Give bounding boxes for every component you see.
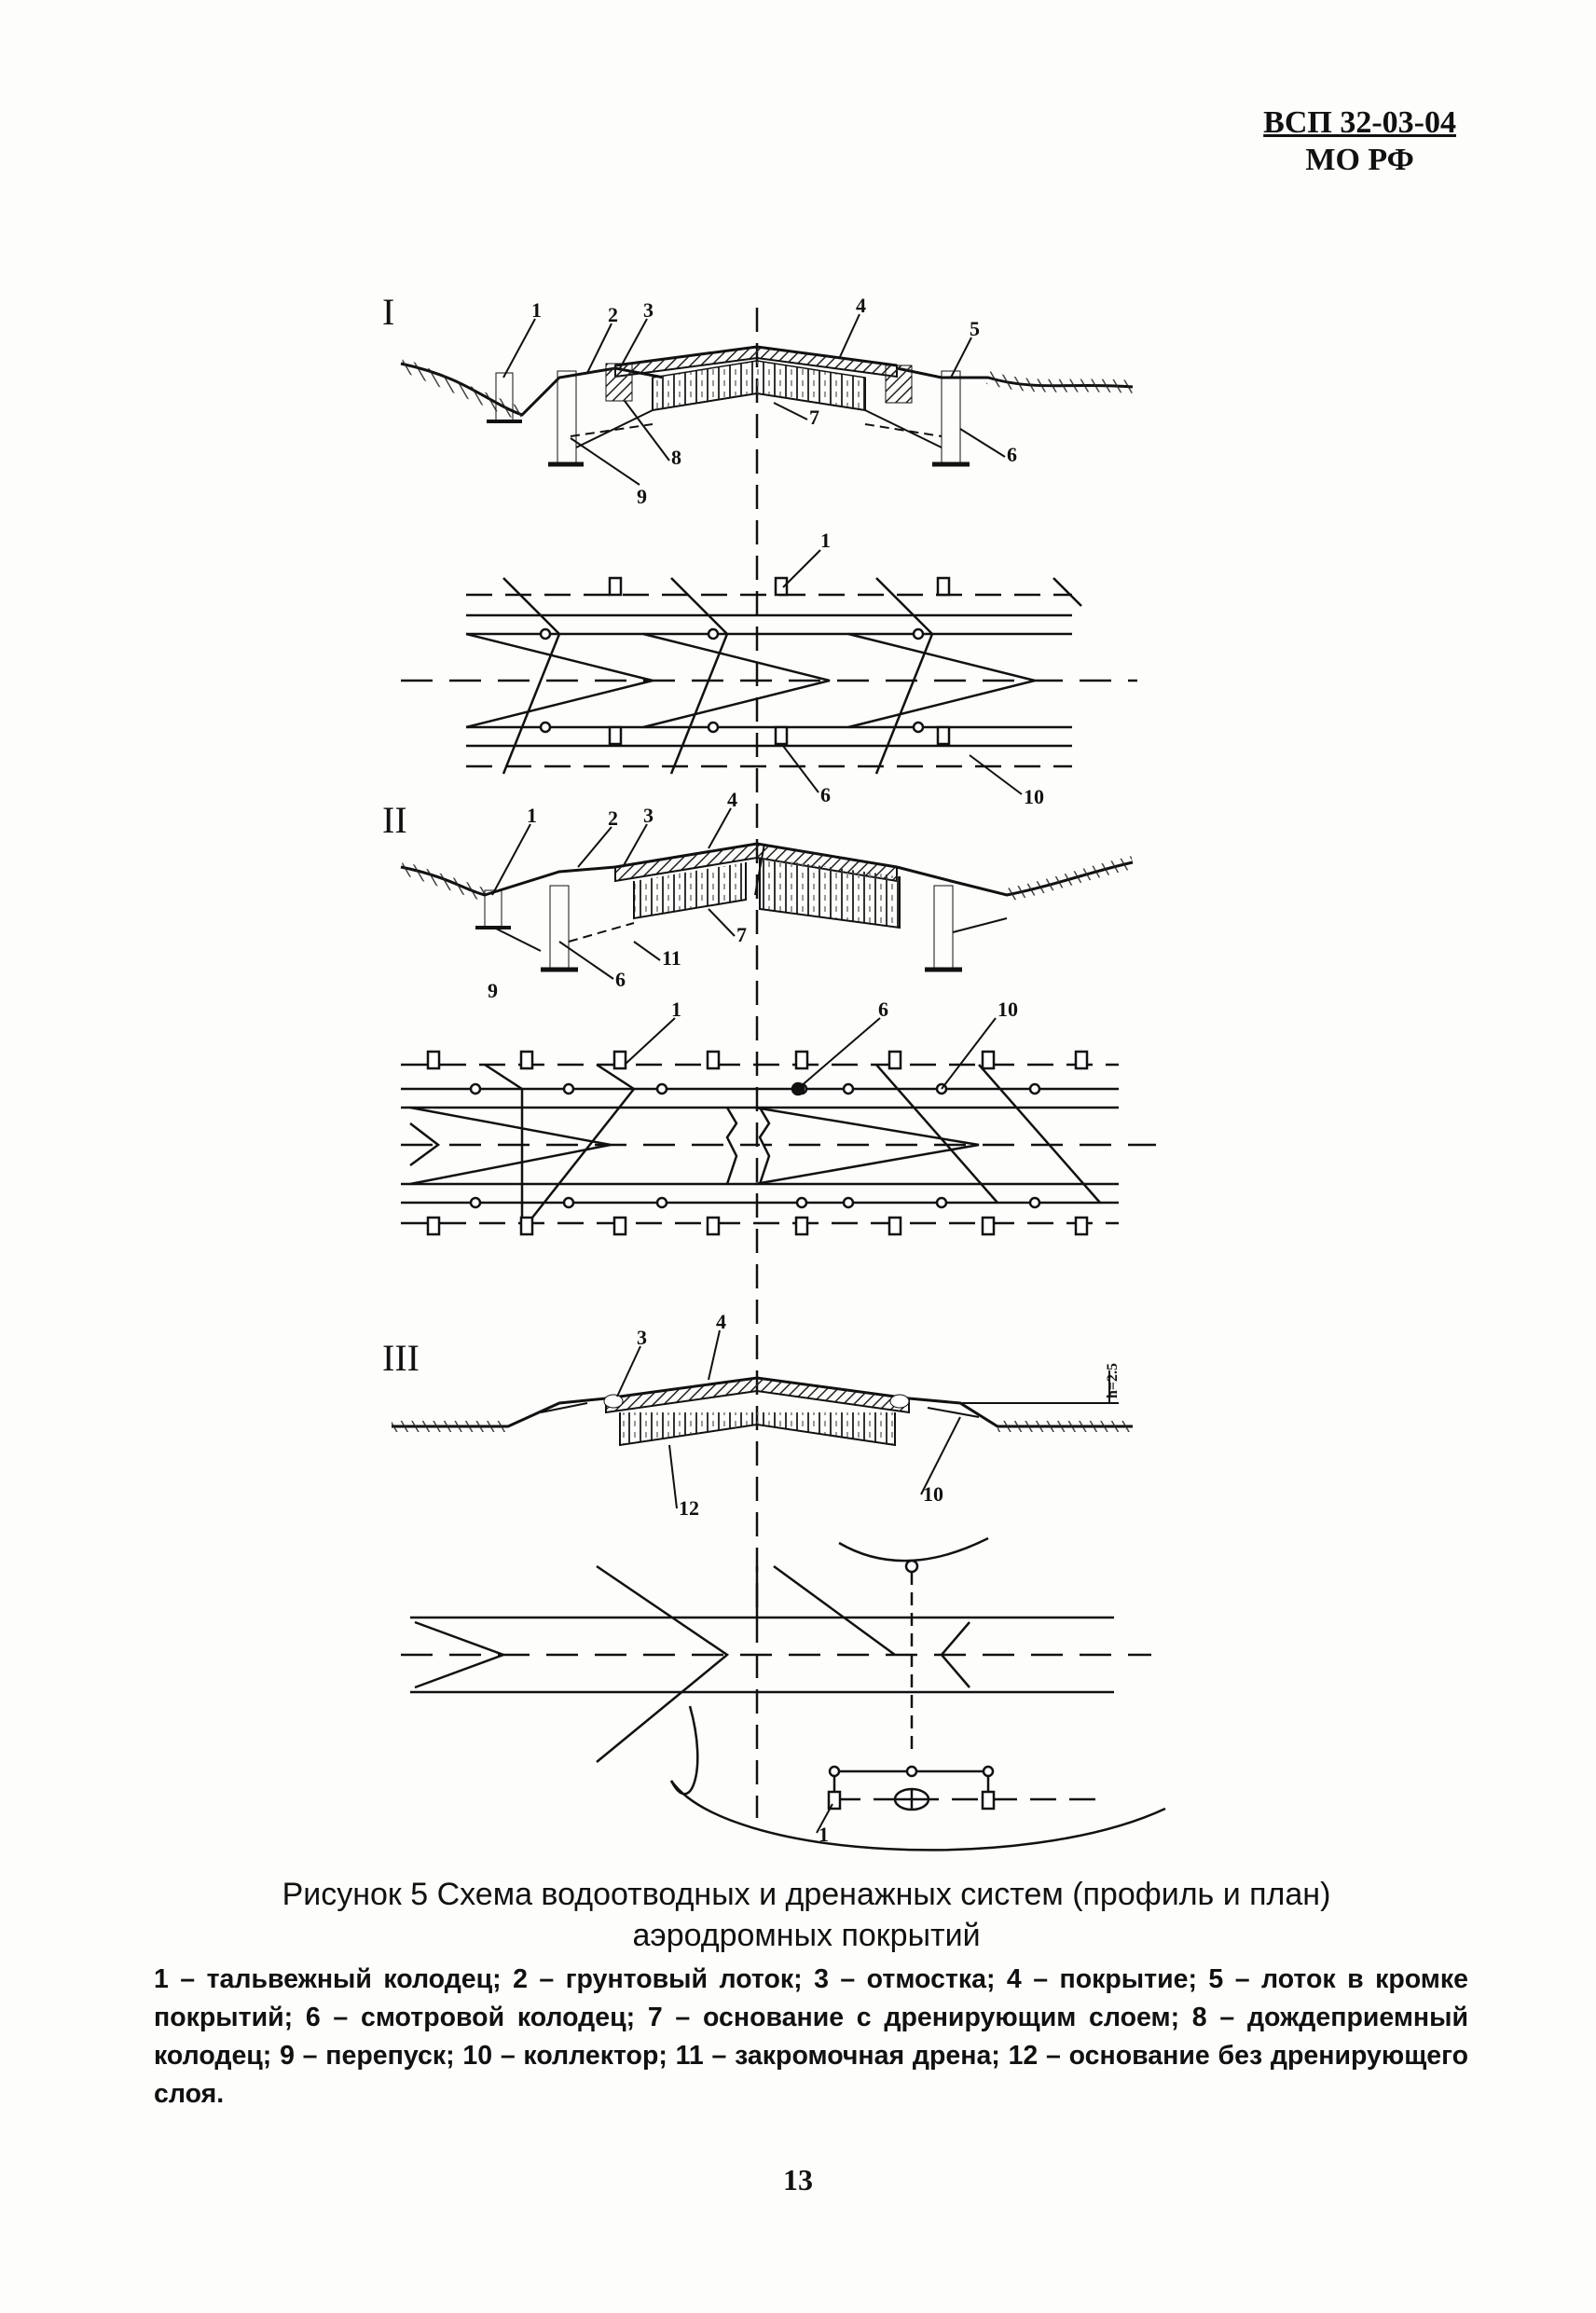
callout-s2-3: 3: [643, 804, 654, 827]
callout-s1-2: 2: [608, 303, 618, 326]
callout-s3-3: 3: [637, 1326, 647, 1349]
callout-s2-9: 9: [488, 979, 498, 1002]
dimension-note: h=2.5: [1105, 1363, 1121, 1398]
callout-s2-plan-1: 1: [671, 998, 681, 1021]
callout-s1-6: 6: [1007, 443, 1017, 466]
figure-caption-line-1: Рисунок 5 Схема водоотводных и дренажных…: [282, 1877, 1331, 1912]
section-label-3: III: [382, 1337, 420, 1379]
section-label-2: II: [382, 799, 407, 841]
callout-s2-7: 7: [736, 923, 747, 946]
callout-s3-10: 10: [923, 1482, 943, 1506]
callout-s2-11: 11: [662, 946, 681, 970]
callout-s2-plan-6: 6: [878, 998, 888, 1021]
callout-s1-5: 5: [970, 317, 980, 340]
callout-s1-plan-1: 1: [820, 529, 831, 552]
section-1-profile: [398, 345, 1134, 467]
callout-s1-4: 4: [856, 294, 866, 317]
document-code-block: ВСП 32-03-04 МО РФ: [1263, 104, 1456, 179]
section-3-plan: [401, 1536, 1166, 1852]
callout-s3-4: 4: [716, 1310, 726, 1333]
section-2-profile: [398, 842, 1135, 972]
callout-s1-9: 9: [637, 485, 647, 508]
callout-s1-8: 8: [671, 446, 681, 469]
callout-s3-plan-1: 1: [819, 1823, 829, 1846]
section-2-plan: [401, 1050, 1156, 1236]
well-9-s2: [549, 885, 570, 971]
callout-s2-2: 2: [608, 806, 618, 830]
document-organization: МО РФ: [1305, 143, 1414, 177]
figure-legend: 1 – тальвежный колодец; 2 – грунтовый ло…: [154, 1964, 1468, 2109]
callout-s2-6: 6: [615, 968, 626, 991]
well-5-right: [941, 370, 961, 465]
callout-s1-7: 7: [809, 406, 819, 429]
callout-s2-1: 1: [527, 804, 537, 827]
figure-caption-line-2: аэродромных покрытий: [632, 1918, 981, 1953]
page-number: 13: [783, 2163, 813, 2196]
section-1-plan: [401, 576, 1137, 775]
figure-caption: Рисунок 5 Схема водоотводных и дренажных…: [154, 1874, 1459, 1956]
callout-s2-4: 4: [727, 788, 737, 811]
document-code: ВСП 32-03-04: [1263, 105, 1456, 140]
drainage-systems-figure: I II III 1 2 3 4 5 6 7 8 9 1 6 10 1 2 3 …: [382, 291, 1166, 1852]
callout-s1-3: 3: [643, 298, 654, 322]
section-label-1: I: [382, 291, 394, 333]
well-9-left: [557, 370, 577, 465]
callout-s1-plan-6: 6: [820, 783, 831, 806]
callout-s2-plan-10: 10: [998, 998, 1018, 1021]
callout-s1-plan-10: 10: [1024, 785, 1044, 808]
callout-s3-12: 12: [679, 1496, 699, 1520]
callout-s1-1: 1: [531, 298, 542, 322]
section-3-profile: [392, 1370, 1133, 1447]
well-1-s2: [484, 889, 502, 929]
